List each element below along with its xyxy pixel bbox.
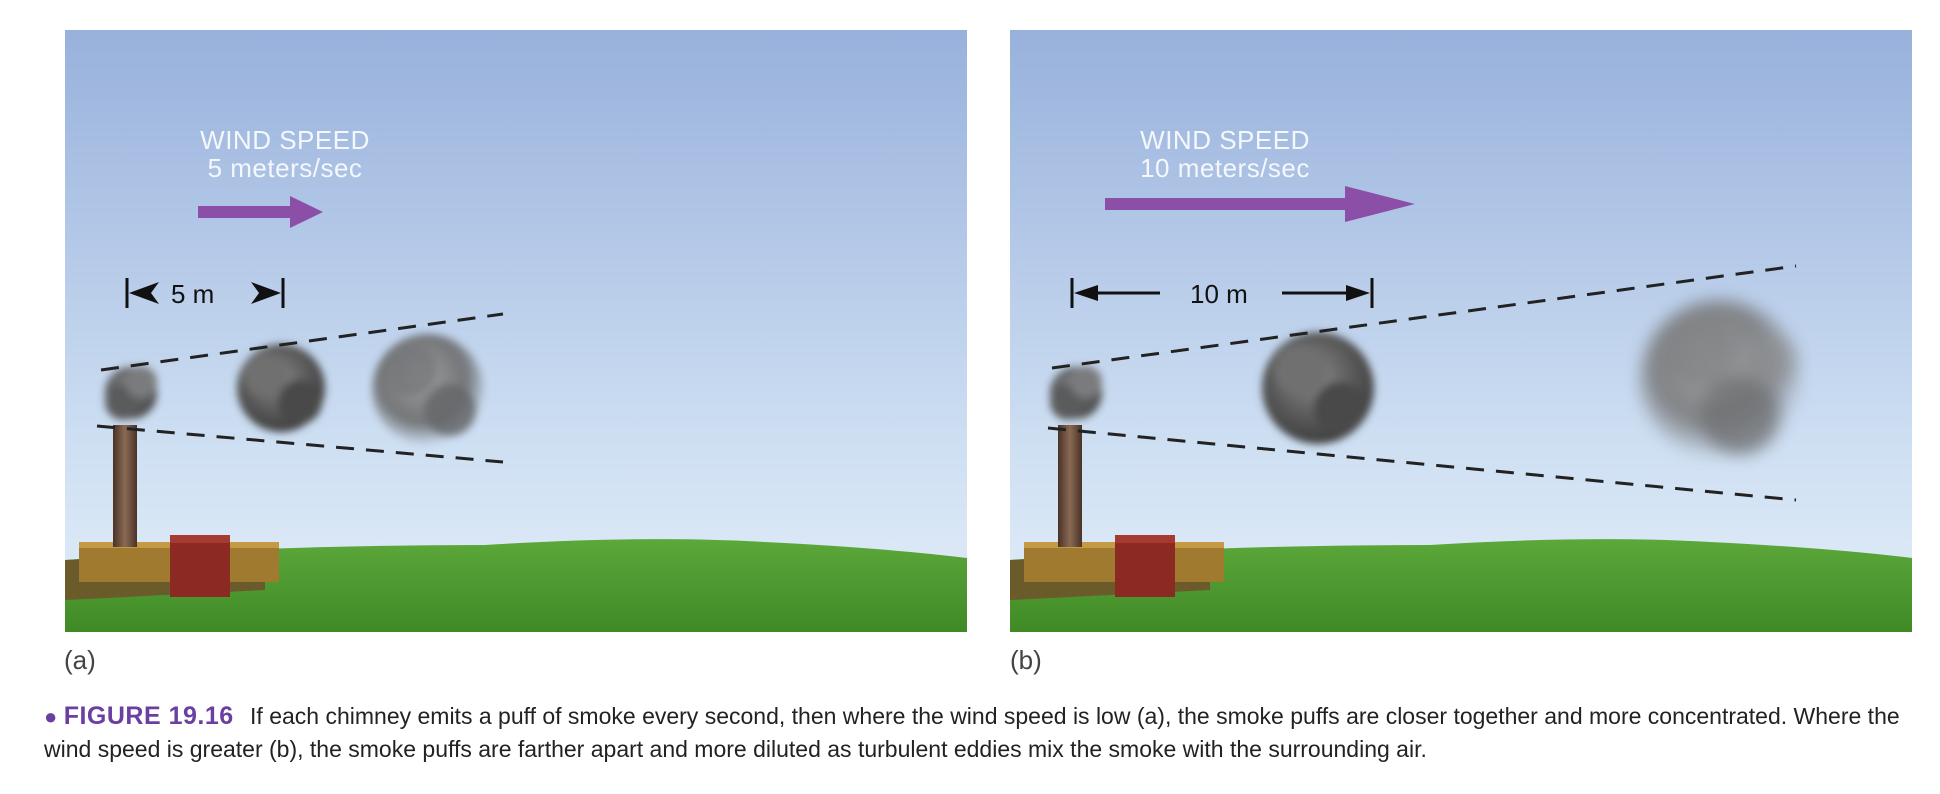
smoke-puff-2	[237, 344, 325, 432]
wind-speed-title: WIND SPEED	[1140, 125, 1310, 155]
panel-b: WIND SPEED 10 meters/sec 10 m	[1010, 30, 1912, 632]
plume-upper-line	[100, 312, 504, 372]
wind-speed-label-a: WIND SPEED 5 meters/sec	[165, 126, 405, 182]
building	[65, 535, 279, 600]
distance-label-b: 10 m	[1190, 279, 1248, 309]
figure-label: FIGURE 19.16	[63, 702, 234, 730]
wind-speed-value: 5 meters/sec	[207, 153, 363, 183]
smoke-puff-2	[1262, 332, 1374, 444]
smoke-puff-3	[372, 334, 484, 446]
right-arrow-icon	[198, 196, 323, 228]
plume-upper-line	[1051, 264, 1797, 370]
figure-caption: ● FIGURE 19.16 If each chimney emits a p…	[44, 700, 1924, 765]
chimney	[113, 425, 137, 547]
chimney	[1058, 425, 1082, 547]
wind-speed-label-b: WIND SPEED 10 meters/sec	[1105, 126, 1345, 182]
scene-b	[1010, 30, 1912, 632]
building	[1010, 535, 1224, 600]
plume-lower-line	[96, 424, 504, 464]
smoke-puff-3	[1640, 300, 1800, 460]
right-arrow-icon	[1105, 186, 1415, 222]
sky	[65, 30, 967, 632]
plume-lower-line	[1047, 426, 1797, 502]
bullet-icon: ●	[44, 704, 58, 729]
wind-speed-value: 10 meters/sec	[1140, 153, 1310, 183]
scene-a	[65, 30, 967, 632]
grassy-hill	[65, 539, 967, 632]
caption-text: If each chimney emits a puff of smoke ev…	[44, 703, 1900, 762]
grassy-hill	[1010, 539, 1912, 632]
smoke-puff-1	[1050, 366, 1102, 420]
dimension-arrow-icon	[1070, 278, 1374, 308]
panel-letter-b: (b)	[1010, 645, 1042, 675]
wind-speed-title: WIND SPEED	[200, 125, 370, 155]
dimension-arrow-icon	[125, 278, 285, 308]
distance-label-a: 5 m	[171, 279, 215, 309]
panel-a: WIND SPEED 5 meters/sec 5 m	[65, 30, 967, 632]
panel-letter-a: (a)	[64, 645, 96, 675]
smoke-puff-1	[105, 366, 157, 420]
